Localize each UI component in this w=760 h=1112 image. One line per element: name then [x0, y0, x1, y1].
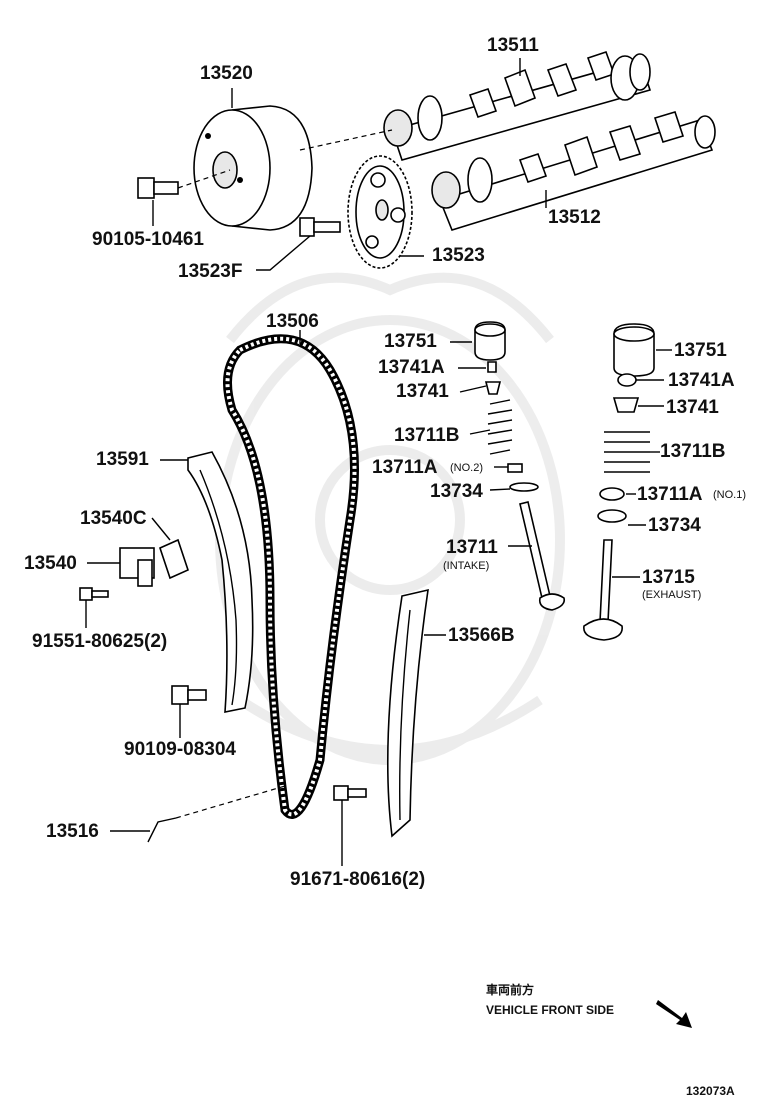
label-13741A-exhaust: 13741A — [668, 370, 735, 391]
label-13751-exhaust: 13751 — [674, 340, 727, 361]
label-13516: 13516 — [46, 821, 99, 842]
label-13566B: 13566B — [448, 625, 515, 646]
camshaft-13512 — [431, 111, 716, 231]
label-13711A-intake: 13711A — [372, 457, 438, 478]
label-13711A-exhaust: 13711A — [637, 484, 703, 505]
label-13711B-exhaust: 13711B — [660, 441, 726, 462]
exhaust-valve-stack — [583, 323, 655, 641]
intake-valve-stack — [474, 321, 566, 611]
label-13741A-intake: 13741A — [378, 357, 445, 378]
label-13741-intake: 13741 — [396, 381, 449, 402]
chain-guide-13566B — [386, 588, 429, 838]
vvt-gear-13520 — [193, 105, 313, 231]
label-13511: 13511 — [487, 35, 539, 56]
timing-chain-13506 — [223, 334, 359, 819]
label-13540: 13540 — [24, 553, 77, 574]
label-91671-80616: 91671-80616(2) — [290, 869, 426, 890]
label-13734-intake: 13734 — [430, 481, 483, 502]
label-13520: 13520 — [200, 63, 253, 84]
label-13711A-exhaust-note: (NO.1) — [713, 489, 746, 501]
label-90109-08304: 90109-08304 — [124, 739, 236, 760]
sprocket-13523 — [347, 155, 413, 269]
bolt-91671 — [333, 785, 367, 801]
label-13512: 13512 — [548, 207, 601, 228]
bolt-90109 — [171, 685, 207, 705]
label-90105-10461: 90105-10461 — [92, 229, 204, 250]
label-13711-note: (INTAKE) — [443, 560, 490, 572]
label-13715: 13715 — [642, 567, 695, 588]
figure-id: 132073A — [686, 1084, 735, 1098]
label-13540C: 13540C — [80, 508, 147, 529]
orientation-label-en: VEHICLE FRONT SIDE — [486, 1003, 615, 1017]
label-13711A-intake-note: (NO.2) — [450, 462, 483, 474]
label-13591: 13591 — [96, 449, 149, 470]
label-13711B-intake: 13711B — [394, 425, 460, 446]
camshaft-13511 — [383, 50, 652, 161]
tensioner-gasket-13540C — [159, 538, 189, 580]
vehicle-front-arrow-icon — [656, 1000, 692, 1028]
tensioner-13540 — [119, 547, 155, 587]
label-13506: 13506 — [266, 311, 319, 332]
label-13751-intake: 13751 — [384, 331, 437, 352]
bolt-91551 — [79, 587, 109, 601]
chain-guide-13591 — [187, 451, 254, 713]
leader-lines — [85, 58, 672, 866]
label-13734-exhaust: 13734 — [648, 515, 701, 536]
label-13711: 13711 — [446, 537, 498, 558]
label-13523F: 13523F — [178, 261, 243, 282]
label-91551-80625: 91551-80625(2) — [32, 631, 168, 652]
orientation-label-jp: 車両前方 — [486, 983, 535, 997]
bolt-13523F — [299, 217, 341, 237]
label-13523: 13523 — [432, 245, 485, 266]
oil-nozzle-13516 — [147, 817, 177, 843]
label-13715-note: (EXHAUST) — [642, 589, 702, 601]
label-13741-exhaust: 13741 — [666, 397, 719, 418]
bolt-90105 — [137, 177, 179, 199]
